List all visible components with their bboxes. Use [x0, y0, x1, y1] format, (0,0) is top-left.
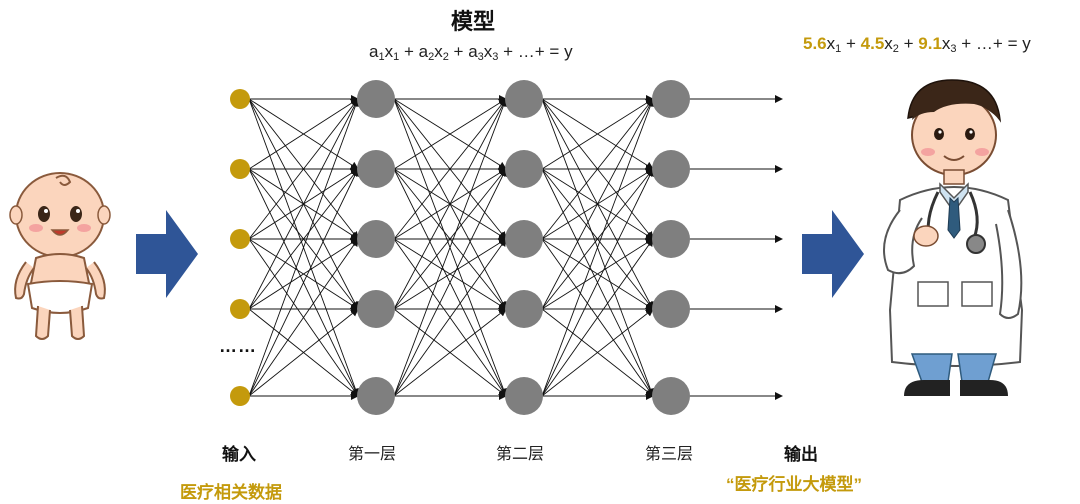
connection-line: [248, 98, 359, 170]
connection-line: [541, 98, 654, 170]
out-sub: 2: [892, 43, 899, 55]
connection-line: [248, 168, 359, 397]
hidden-node: [357, 290, 395, 328]
formula-x1: x: [384, 42, 394, 61]
model-formula: a1x1 + a2x2 + a3x3 + …+ = y: [369, 42, 573, 63]
layer1-label: 第一层: [348, 446, 397, 463]
out-plus: +: [898, 34, 919, 53]
hidden-node: [652, 290, 690, 328]
connection-line: [393, 98, 507, 310]
output-label: 输出: [784, 445, 818, 464]
input-node: [230, 89, 250, 109]
hidden-node: [505, 150, 543, 188]
connection-line: [393, 238, 507, 397]
connection-line: [541, 98, 655, 397]
connection-line: [393, 98, 508, 397]
coefficient-3: 9.1: [918, 34, 942, 53]
input-node: [230, 299, 250, 319]
connection-line: [393, 168, 507, 310]
formula-a3: a: [468, 42, 478, 61]
out-sub: 3: [950, 43, 957, 55]
hidden-node: [505, 220, 543, 258]
output-formula: 5.6x1 + 4.5x2 + 9.1x3 + …+ = y: [803, 34, 1031, 55]
coefficient-1: 5.6: [803, 34, 827, 53]
doctor-illustration: [883, 79, 1024, 396]
network-nodes: [230, 80, 690, 415]
out-x2: x: [884, 34, 893, 53]
formula-plus: +: [399, 42, 419, 61]
hidden-node: [505, 80, 543, 118]
connection-line: [248, 98, 359, 240]
hidden-node: [357, 150, 395, 188]
connection-line: [541, 238, 654, 397]
connection-lines: [248, 95, 655, 400]
connection-line: [541, 98, 654, 240]
connection-line: [248, 238, 359, 310]
connection-line: [393, 168, 507, 397]
input-label: 输入: [222, 445, 256, 464]
formula-sub: 1: [378, 51, 385, 63]
hidden-node: [357, 377, 395, 415]
formula-plus: +: [448, 42, 469, 61]
formula-a2: a: [418, 42, 429, 61]
out-plus: +: [841, 34, 861, 53]
coefficient-2: 4.5: [860, 34, 885, 53]
output-description: “医疗行业大模型”: [726, 475, 862, 494]
connection-line: [393, 98, 507, 170]
right-arrow-icon: [136, 210, 198, 298]
formula-x3: x: [483, 42, 493, 61]
out-x3: x: [941, 34, 951, 53]
connection-line: [541, 238, 654, 310]
model-title: 模型: [451, 9, 496, 34]
hidden-node: [357, 80, 395, 118]
hidden-node: [505, 377, 543, 415]
layer3-label: 第三层: [645, 446, 694, 463]
connection-line: [541, 168, 654, 397]
formula-tail: + …+ = y: [498, 42, 573, 61]
formula-sub: 2: [428, 51, 435, 63]
connection-line: [248, 98, 360, 397]
layer2-label: 第二层: [496, 446, 545, 463]
input-node: [230, 229, 250, 249]
out-tail: + …+ = y: [956, 34, 1031, 53]
input-description: 医疗相关数据: [180, 483, 282, 502]
connection-line: [541, 98, 654, 310]
input-node: [230, 386, 250, 406]
hidden-node: [505, 290, 543, 328]
connection-line: [248, 98, 359, 310]
hidden-node: [652, 150, 690, 188]
hidden-node: [652, 220, 690, 258]
connection-line: [248, 238, 359, 397]
input-node: [230, 159, 250, 179]
hidden-node: [652, 80, 690, 118]
formula-sub: 3: [477, 51, 484, 63]
formula-sub: 2: [442, 51, 449, 63]
hidden-node: [357, 220, 395, 258]
formula-sub: 1: [393, 51, 400, 63]
hidden-node: [652, 377, 690, 415]
connection-line: [248, 168, 359, 310]
baby-illustration: [9, 172, 111, 340]
connection-line: [393, 238, 507, 310]
ellipsis-more-inputs: ……: [219, 336, 257, 356]
formula-x2: x: [434, 42, 443, 61]
connection-line: [541, 308, 654, 397]
formula-a1: a: [369, 42, 379, 61]
connection-line: [393, 98, 507, 240]
connection-line: [393, 308, 507, 397]
out-sub: 1: [835, 43, 842, 55]
out-x1: x: [826, 34, 836, 53]
formula-sub: 3: [492, 51, 499, 63]
right-arrow-icon: [802, 210, 864, 298]
connection-line: [248, 308, 359, 397]
output-arrows: [689, 95, 783, 400]
connection-line: [541, 168, 654, 310]
